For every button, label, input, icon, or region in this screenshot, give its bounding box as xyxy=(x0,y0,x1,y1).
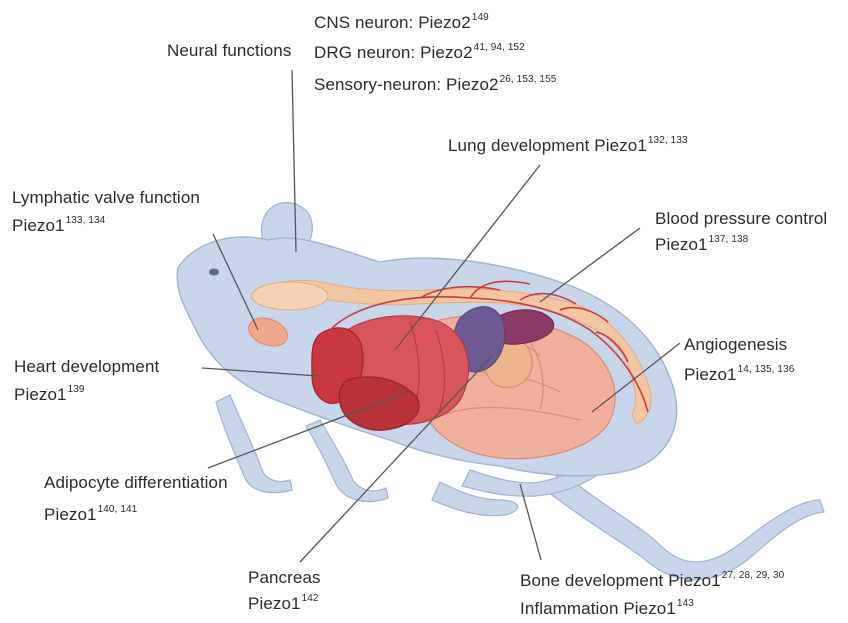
label-lymphatic-valve: Lymphatic valve function xyxy=(12,187,200,209)
pancreas-gene-text: Piezo1 xyxy=(248,594,301,613)
mouse-tail xyxy=(548,470,824,580)
inflammation-refs: 143 xyxy=(677,598,694,609)
sensory-neuron-refs: 26, 153, 155 xyxy=(500,74,557,85)
label-angiogenesis: Angiogenesis xyxy=(684,334,787,356)
blood-pressure-gene-text: Piezo1 xyxy=(655,235,708,254)
brain xyxy=(252,282,328,310)
pancreas-refs: 142 xyxy=(302,593,319,604)
lymphatic-gene-text: Piezo1 xyxy=(12,216,65,235)
sensory-neuron-text: Sensory-neuron: Piezo2 xyxy=(314,75,499,94)
lymphatic-valve-title: Lymphatic valve function xyxy=(12,188,200,207)
label-blood-pressure: Blood pressure control xyxy=(655,208,827,230)
label-inflammation: Inflammation Piezo1143 xyxy=(520,598,694,620)
pancreas-title: Pancreas xyxy=(248,568,321,587)
heart-refs: 139 xyxy=(68,384,85,395)
cns-neuron-refs: 149 xyxy=(472,12,489,23)
lung-development-text: Lung development Piezo1 xyxy=(448,136,647,155)
label-adipocyte-gene: Piezo1140, 141 xyxy=(44,504,137,526)
label-adipocyte: Adipocyte differentiation xyxy=(44,472,228,494)
label-sensory-neuron: Sensory-neuron: Piezo226, 153, 155 xyxy=(314,74,556,96)
angiogenesis-refs: 14, 135, 136 xyxy=(738,364,795,375)
label-cns-neuron: CNS neuron: Piezo2149 xyxy=(314,12,489,34)
lymphatic-refs: 133, 134 xyxy=(66,215,106,226)
heart-development-title: Heart development xyxy=(14,357,159,376)
label-pancreas-gene: Piezo1142 xyxy=(248,593,319,615)
label-lymphatic-gene: Piezo1133, 134 xyxy=(12,215,105,237)
adipocyte-title: Adipocyte differentiation xyxy=(44,473,228,492)
blood-pressure-refs: 137, 138 xyxy=(709,234,749,245)
lung-development-refs: 132, 133 xyxy=(648,135,688,146)
drg-neuron-refs: 41, 94, 152 xyxy=(474,42,525,53)
label-pancreas: Pancreas xyxy=(248,567,321,589)
inflammation-text: Inflammation Piezo1 xyxy=(520,599,676,618)
angiogenesis-gene-text: Piezo1 xyxy=(684,365,737,384)
bone-development-refs: 27, 28, 29, 30 xyxy=(722,570,785,581)
bone-development-text: Bone development Piezo1 xyxy=(520,571,721,590)
label-neural-functions: Neural functions xyxy=(167,40,291,62)
adipocyte-refs: 140, 141 xyxy=(98,504,138,515)
label-lung-development: Lung development Piezo1132, 133 xyxy=(448,135,688,157)
angiogenesis-title: Angiogenesis xyxy=(684,335,787,354)
label-bone-development: Bone development Piezo127, 28, 29, 30 xyxy=(520,570,784,592)
neural-functions-title: Neural functions xyxy=(167,41,291,60)
cns-neuron-text: CNS neuron: Piezo2 xyxy=(314,13,471,32)
heart-gene-text: Piezo1 xyxy=(14,385,67,404)
adipocyte-gene-text: Piezo1 xyxy=(44,505,97,524)
leader-bp xyxy=(540,228,640,302)
label-heart-gene: Piezo1139 xyxy=(14,384,85,406)
blood-pressure-title: Blood pressure control xyxy=(655,209,827,228)
mouse-eye xyxy=(209,269,219,276)
label-heart-development: Heart development xyxy=(14,356,159,378)
label-drg-neuron: DRG neuron: Piezo241, 94, 152 xyxy=(314,42,525,64)
label-angiogenesis-gene: Piezo114, 135, 136 xyxy=(684,364,794,386)
drg-neuron-text: DRG neuron: Piezo2 xyxy=(314,43,473,62)
label-blood-pressure-gene: Piezo1137, 138 xyxy=(655,234,748,256)
